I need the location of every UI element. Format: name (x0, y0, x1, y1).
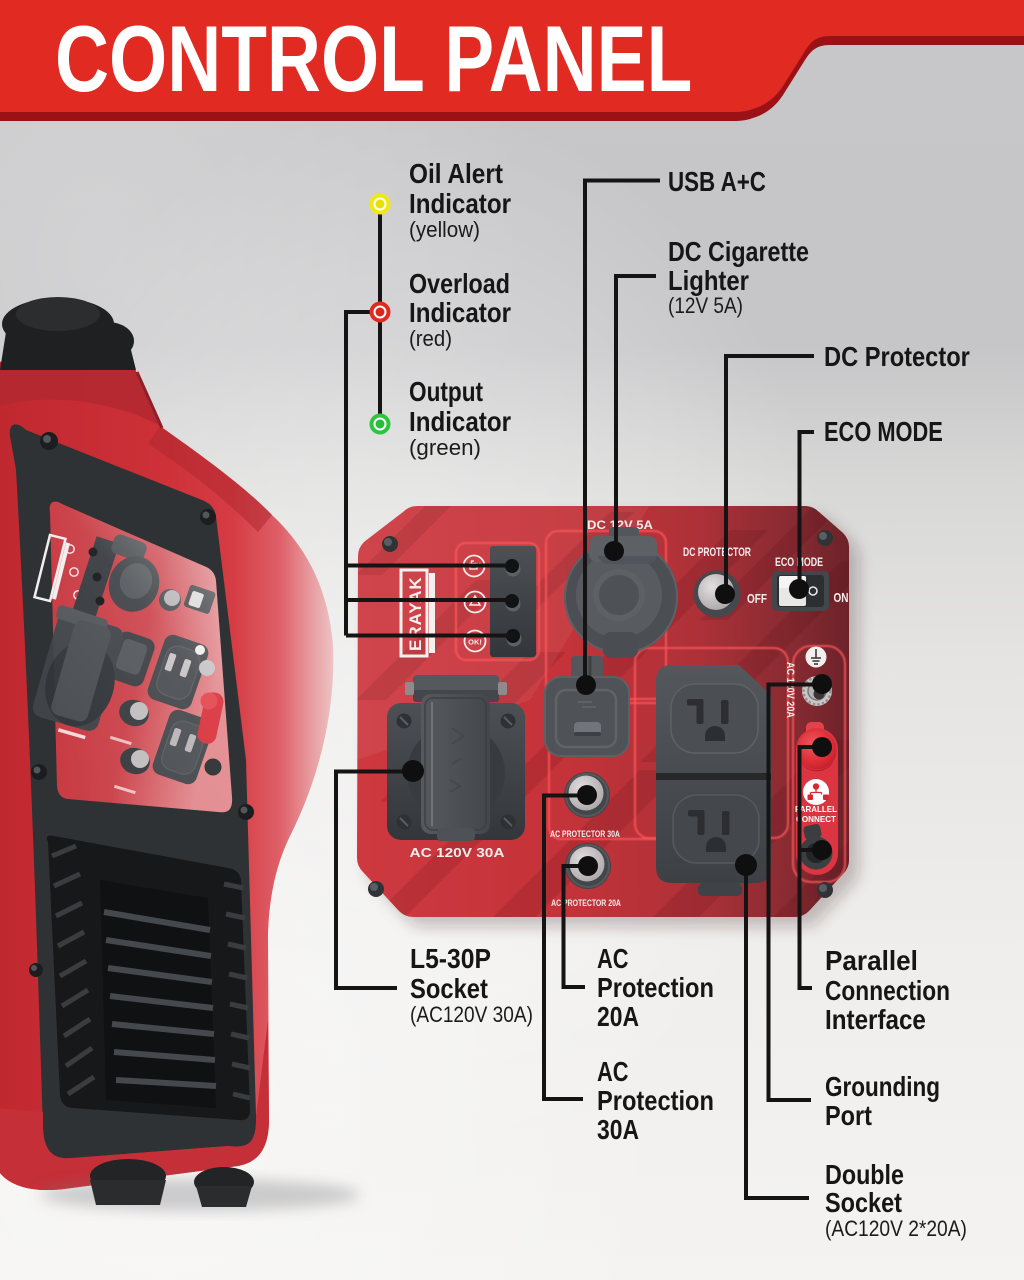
svg-text:DC Cigarette: DC Cigarette (668, 237, 809, 267)
svg-text:ON: ON (834, 592, 849, 605)
svg-text:(red): (red) (409, 327, 452, 351)
svg-text:AC PROTECTOR 30A: AC PROTECTOR 30A (550, 829, 620, 839)
svg-text:CONNECT: CONNECT (796, 814, 836, 824)
svg-text:Protection: Protection (597, 973, 714, 1003)
svg-text:OK!: OK! (468, 638, 482, 647)
svg-text:PARALLEL: PARALLEL (795, 805, 837, 814)
svg-text:Protection: Protection (597, 1086, 714, 1116)
svg-text:CONTROL PANEL: CONTROL PANEL (55, 7, 692, 112)
svg-text:Indicator: Indicator (409, 187, 511, 219)
svg-text:AC PROTECTOR 20A: AC PROTECTOR 20A (551, 898, 621, 908)
svg-text:Output: Output (409, 377, 483, 408)
svg-text:30A: 30A (597, 1115, 639, 1146)
svg-text:20A: 20A (597, 1002, 639, 1033)
svg-text:ECO MODE: ECO MODE (824, 416, 943, 447)
svg-text:Indicator: Indicator (409, 405, 511, 437)
svg-text:Port: Port (825, 1101, 872, 1131)
svg-text:AC 120V 30A: AC 120V 30A (410, 845, 505, 859)
svg-text:Parallel: Parallel (825, 944, 918, 976)
svg-text:Interface: Interface (825, 1003, 926, 1035)
svg-text:(green): (green) (409, 435, 481, 460)
svg-text:Oil Alert: Oil Alert (409, 157, 503, 189)
svg-text:Double: Double (825, 1160, 904, 1190)
svg-text:Grounding: Grounding (825, 1072, 940, 1103)
svg-text:AC 120V 20A: AC 120V 20A (784, 662, 796, 718)
svg-text:AC: AC (597, 943, 629, 974)
svg-text:Indicator: Indicator (409, 296, 511, 328)
svg-text:(AC120V 2*20A): (AC120V 2*20A) (825, 1217, 967, 1242)
svg-text:USB A+C: USB A+C (668, 167, 766, 198)
svg-text:Socket: Socket (825, 1188, 902, 1218)
svg-text:ERAYAK: ERAYAK (406, 576, 425, 651)
svg-text:L5-30P: L5-30P (410, 943, 491, 975)
svg-text:Overload: Overload (409, 269, 510, 299)
svg-text:Lighter: Lighter (668, 264, 749, 296)
svg-text:(12V 5A): (12V 5A) (668, 294, 743, 319)
svg-text:Socket: Socket (410, 972, 488, 1004)
svg-text:(yellow): (yellow) (409, 217, 480, 242)
svg-text:AC: AC (597, 1056, 629, 1087)
svg-text:(AC120V 30A): (AC120V 30A) (410, 1003, 533, 1028)
svg-text:OFF: OFF (747, 593, 767, 606)
svg-text:DC PROTECTOR: DC PROTECTOR (683, 547, 751, 560)
svg-text:Connection: Connection (825, 976, 950, 1007)
svg-text:DC Protector: DC Protector (824, 342, 970, 372)
